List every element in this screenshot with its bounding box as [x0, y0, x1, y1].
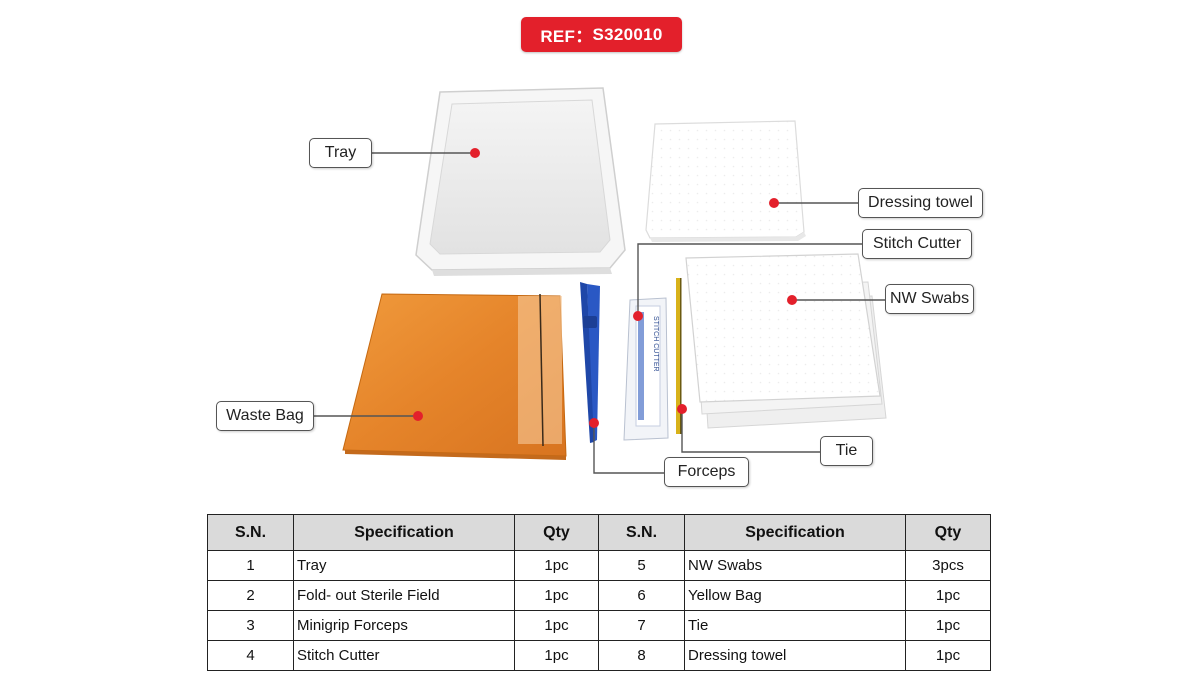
header-sn: S.N.: [207, 514, 294, 551]
stitch-cutter-image: STITCH CUTTER: [623, 297, 669, 441]
table-row: 1 Tray 1pc 5 NW Swabs 3pcs: [207, 550, 991, 581]
tray-image: [415, 87, 626, 276]
table-header-row: S.N. Specification Qty S.N. Specificatio…: [207, 514, 991, 551]
specification-table: S.N. Specification Qty S.N. Specificatio…: [207, 514, 991, 671]
cell-qty: 1pc: [905, 640, 991, 671]
stitch-cutter-marker: [633, 311, 643, 321]
waste-bag-image: [342, 293, 567, 460]
label-dressing-towel: Dressing towel: [858, 188, 983, 218]
tie-marker: [677, 404, 687, 414]
cell-sn: 3: [207, 610, 294, 641]
label-forceps: Forceps: [664, 457, 749, 487]
table-row: 4 Stitch Cutter 1pc 8 Dressing towel 1pc: [207, 640, 991, 671]
tray-marker: [470, 148, 480, 158]
cell-spec: Yellow Bag: [684, 580, 906, 611]
table-row: 2 Fold- out Sterile Field 1pc 6 Yellow B…: [207, 580, 991, 611]
tie-image: [676, 278, 682, 434]
header-sn: S.N.: [598, 514, 685, 551]
cell-sn: 7: [598, 610, 685, 641]
label-stitch-cutter: Stitch Cutter: [862, 229, 972, 259]
cell-sn: 5: [598, 550, 685, 581]
cell-sn: 8: [598, 640, 685, 671]
ref-prefix: REF：: [540, 27, 593, 46]
cell-spec: Tie: [684, 610, 906, 641]
callout-leaders: [314, 152, 885, 474]
dressing-towel-image: [645, 120, 806, 242]
cell-qty: 1pc: [905, 610, 991, 641]
header-specification: Specification: [684, 514, 906, 551]
header-qty: Qty: [905, 514, 991, 551]
ref-code: S320010: [592, 24, 663, 44]
dressing-towel-marker: [769, 198, 779, 208]
cell-spec: NW Swabs: [684, 550, 906, 581]
table-row: 3 Minigrip Forceps 1pc 7 Tie 1pc: [207, 610, 991, 641]
cell-spec: Minigrip Forceps: [293, 610, 515, 641]
forceps-image: [580, 282, 600, 443]
cell-qty: 3pcs: [905, 550, 991, 581]
waste-bag-marker: [413, 411, 423, 421]
label-nw-swabs: NW Swabs: [885, 284, 974, 314]
product-illustration: STITCH CUTTER: [314, 87, 887, 474]
cell-spec: Dressing towel: [684, 640, 906, 671]
cell-sn: 1: [207, 550, 294, 581]
cell-qty: 1pc: [514, 610, 599, 641]
label-tray: Tray: [309, 138, 372, 168]
cell-spec: Fold- out Sterile Field: [293, 580, 515, 611]
ref-badge: REF：S320010: [521, 17, 682, 52]
label-waste-bag: Waste Bag: [216, 401, 314, 431]
cell-qty: 1pc: [514, 580, 599, 611]
cell-spec: Stitch Cutter: [293, 640, 515, 671]
cell-qty: 1pc: [514, 640, 599, 671]
nw-swabs-marker: [787, 295, 797, 305]
cell-sn: 4: [207, 640, 294, 671]
cell-sn: 6: [598, 580, 685, 611]
header-qty: Qty: [514, 514, 599, 551]
cell-spec: Tray: [293, 550, 515, 581]
callout-markers: [413, 148, 797, 428]
cell-sn: 2: [207, 580, 294, 611]
cell-qty: 1pc: [905, 580, 991, 611]
nw-swabs-image: [685, 253, 887, 429]
forceps-marker: [589, 418, 599, 428]
header-specification: Specification: [293, 514, 515, 551]
package-text: STITCH CUTTER: [652, 316, 659, 372]
label-tie: Tie: [820, 436, 873, 466]
cell-qty: 1pc: [514, 550, 599, 581]
